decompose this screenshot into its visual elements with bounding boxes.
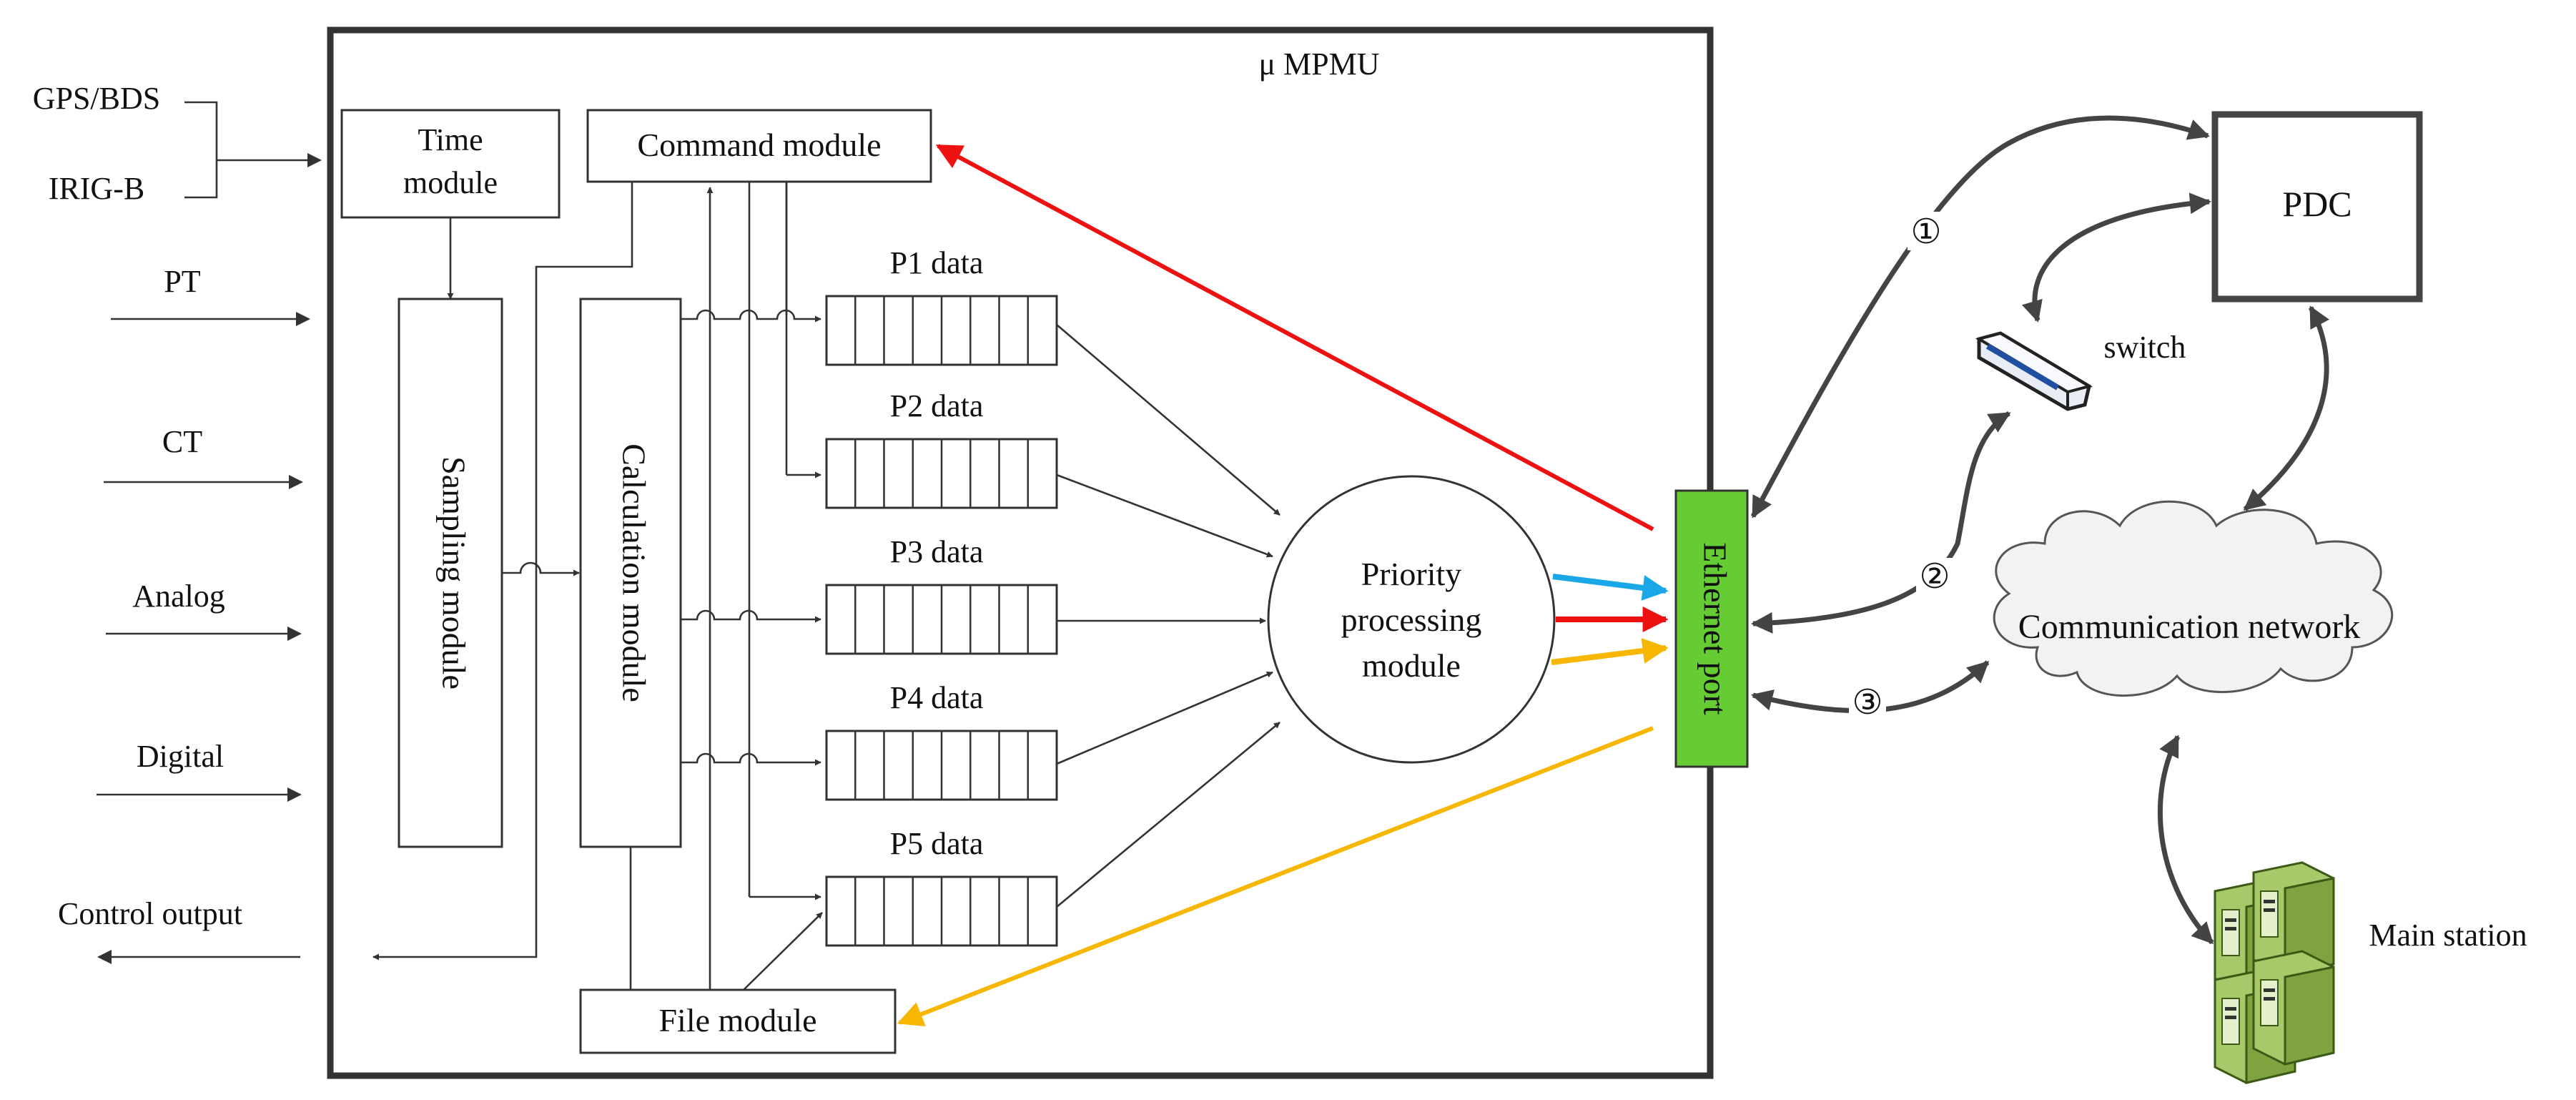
switch-icon xyxy=(1975,331,2093,411)
main-station-servers xyxy=(2214,861,2335,1084)
red-command-arrow xyxy=(935,144,1654,531)
queue-p4: P4 data xyxy=(825,680,1058,801)
svg-text:Command module: Command module xyxy=(637,127,881,163)
queue-p1: P1 data xyxy=(825,245,1058,366)
external-links xyxy=(1750,115,2329,945)
link-3-label: ③ xyxy=(1852,684,1882,722)
input-signals: GPS/BDS IRIG-B PT CT Analog Digital Cont… xyxy=(33,81,322,964)
blue-flow-arrow xyxy=(1552,574,1669,601)
svg-text:processing: processing xyxy=(1341,601,1482,638)
svg-text:Priority: Priority xyxy=(1361,556,1462,592)
analog-label: Analog xyxy=(132,579,225,614)
gps-label: GPS/BDS xyxy=(33,81,161,116)
queue-p2: P2 data xyxy=(825,388,1058,509)
svg-text:Calculation module: Calculation module xyxy=(616,443,652,702)
pt-label: PT xyxy=(164,264,200,299)
pdc-box: PDC xyxy=(2211,111,2423,303)
priority-processing-module: Priority processing module xyxy=(1267,475,1556,764)
svg-text:Sampling module: Sampling module xyxy=(435,456,472,689)
svg-text:Ethernet port: Ethernet port xyxy=(1697,542,1733,715)
svg-text:PDC: PDC xyxy=(2282,184,2352,224)
svg-text:P3 data: P3 data xyxy=(890,534,984,569)
communication-network-cloud: Communication network xyxy=(1993,500,2394,697)
main-station-label: Main station xyxy=(2369,918,2527,953)
sampling-module: Sampling module xyxy=(398,298,503,848)
calculation-module: Calculation module xyxy=(579,298,682,848)
svg-text:module: module xyxy=(1362,647,1461,684)
link-2-label: ② xyxy=(1919,558,1950,596)
link-1-label: ① xyxy=(1910,213,1941,251)
yellow-flow-arrow xyxy=(1551,638,1669,665)
command-module: Command module xyxy=(586,109,932,183)
svg-text:Time: Time xyxy=(418,122,483,157)
time-module: Time module xyxy=(340,109,561,219)
irig-label: IRIG-B xyxy=(49,171,144,206)
queue-p3: P3 data xyxy=(825,534,1058,655)
mpmu-title: μ MPMU xyxy=(1258,46,1379,82)
svg-text:P1 data: P1 data xyxy=(890,245,984,280)
digital-label: Digital xyxy=(137,739,224,774)
svg-text:P5 data: P5 data xyxy=(890,826,984,861)
svg-text:module: module xyxy=(403,165,498,200)
ethernet-port: Ethernet port xyxy=(1674,489,1749,768)
svg-text:File module: File module xyxy=(658,1002,816,1038)
ct-label: CT xyxy=(162,424,202,459)
queue-p5: P5 data xyxy=(825,826,1058,947)
svg-text:Communication network: Communication network xyxy=(2018,608,2361,646)
yellow-file-arrow xyxy=(897,726,1654,1026)
control-output-label: Control output xyxy=(58,896,242,931)
switch-label: switch xyxy=(2104,330,2186,365)
file-module: File module xyxy=(579,988,897,1054)
svg-text:P2 data: P2 data xyxy=(890,388,984,423)
svg-text:P4 data: P4 data xyxy=(890,680,984,715)
